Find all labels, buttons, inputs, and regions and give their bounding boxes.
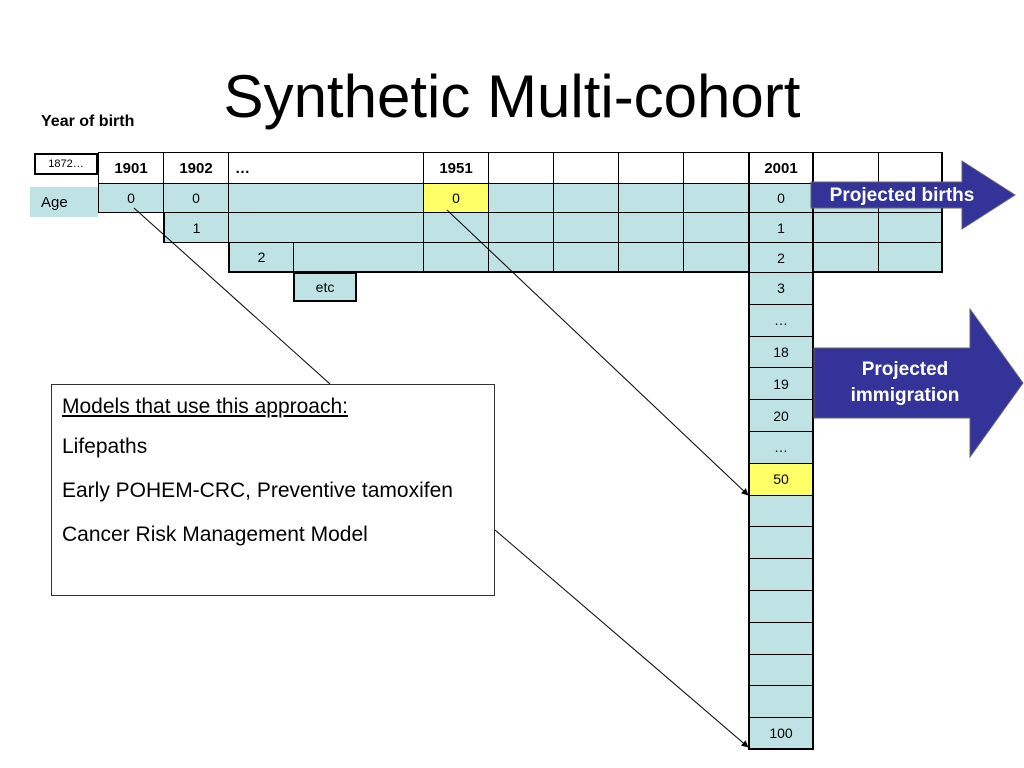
year-1951-cell: 1951 <box>423 152 489 184</box>
age-1-cell <box>813 212 879 243</box>
age-cell-2001: 19 <box>748 367 814 401</box>
age-2-cell <box>293 242 424 273</box>
age-cell-2001 <box>748 685 814 719</box>
models-box: Models that use this approach: Lifepaths… <box>51 384 495 596</box>
age-2-cell: 2 <box>228 242 294 273</box>
year-1901-cell: 1901 <box>98 152 164 184</box>
year-blank-cell <box>878 152 943 184</box>
age-cell-2001 <box>748 526 814 560</box>
age-cell-2001: 100 <box>748 717 814 750</box>
etc-cell: etc <box>293 272 357 302</box>
age-0-cell <box>228 183 424 213</box>
age-cell-2001: 50 <box>748 462 814 496</box>
age-cell-2001: … <box>748 303 814 337</box>
age-cell-2001 <box>748 590 814 623</box>
age-2-cell <box>423 242 489 273</box>
age-2-cell <box>488 242 554 273</box>
age-cell-2001 <box>748 621 814 655</box>
cohort-1951-trajectory-line <box>446 209 749 496</box>
models-heading: Models that use this approach: <box>62 395 349 418</box>
age-0-cell-1902: 0 <box>163 183 229 213</box>
age-1-cell <box>423 212 489 243</box>
age-2-cell <box>878 242 943 273</box>
age-1-cell <box>228 212 424 243</box>
model-item: Lifepaths <box>62 435 148 458</box>
page-title: Synthetic Multi-cohort <box>223 63 801 130</box>
year-ellipsis-cell: … <box>228 152 424 184</box>
year-of-birth-label: Year of birth <box>41 113 135 130</box>
projected-immigration-label: Projected immigration <box>850 359 960 406</box>
projected-immigration-arrow <box>813 307 1024 459</box>
year-blank-cell <box>813 152 879 184</box>
age-2-cell <box>683 242 749 273</box>
age-0-cell-1901: 0 <box>98 183 164 213</box>
age-1-cell-1902: 1 <box>163 212 229 243</box>
age-2-cell <box>813 242 879 273</box>
year-1902-cell: 1902 <box>163 152 229 184</box>
model-item: Cancer Risk Management Model <box>62 523 368 546</box>
projected-births-arrow <box>810 160 1016 230</box>
age-label: Age <box>30 187 98 217</box>
model-item: Early POHEM-CRC, Preventive tamoxifen <box>62 479 453 502</box>
year-1872-cell: 1872… <box>34 153 98 175</box>
projected-births-label: Projected births <box>829 184 975 206</box>
cohort-1901-trajectory-line <box>133 207 331 385</box>
cohort-1901-trajectory-line-lower <box>494 529 749 748</box>
age-cell-2001 <box>748 494 814 528</box>
age-1-cell <box>878 212 943 243</box>
